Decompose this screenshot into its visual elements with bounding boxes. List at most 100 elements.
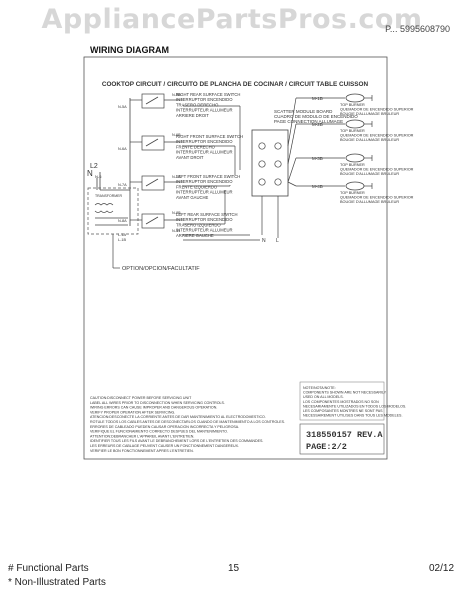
burner-label-line: QUEMADOR DE ENCENDIDO SUPERIOR: [340, 133, 414, 137]
switch-label-line: INTERRUPTEUR ALLUMEUR: [176, 108, 233, 113]
switch-label-line: RIGHT FRONT SURFACE SWITCH: [176, 134, 243, 139]
note-line: NOTE/NOTA/NOTE:: [303, 386, 336, 390]
wire-label: N-5B: [172, 93, 181, 97]
warning-line: ERRORES DE CABLEADO PUEDEN CAUSAR OPERAC…: [90, 425, 239, 429]
burner-igniter: [345, 93, 365, 103]
spark-module-board: [251, 129, 289, 197]
circuit-title: COOKTOP CIRCUIT / CIRCUITO DE PLANCHA DE…: [102, 81, 369, 88]
wire-label: N-14: [172, 229, 180, 233]
burner-terminal: M-3B: [312, 156, 323, 161]
switch-label-line: RIGHT REAR SURFACE SWITCH: [176, 92, 240, 97]
part-number: 318550157 REV.A: [306, 430, 383, 440]
warning-line: VERIFY PROPER OPERATION AFTER SERVICING.: [90, 410, 175, 414]
burner-label-line: BOUGIE D'ALLUMAGE BRULEUR: [340, 172, 399, 176]
warning-line: CAUTION:DISCONNECT POWER BEFORE SERVICIN…: [90, 396, 192, 400]
wire-label: N-5A: [118, 105, 127, 109]
burner-igniter: [345, 181, 365, 191]
burner-igniter: [345, 153, 365, 163]
non-illustrated-parts-legend: * Non-Illustrated Parts: [8, 577, 106, 588]
warning-line: LES ERREURS DE CABLAGE PEUVENT CAUSER UN…: [90, 444, 239, 448]
page-indicator: PAGE:2/2: [306, 442, 347, 452]
burner-label-line: BOUGIE D'ALLUMAGE BRULEUR: [340, 200, 399, 204]
part-number-box: [299, 423, 385, 455]
document-reference: P... 5995608790: [385, 24, 450, 34]
burner-label-line: BOUGIE D'ALLUMAGE BRULEUR: [340, 138, 399, 142]
l2-label: L2: [90, 163, 98, 170]
warning-line: WIRING ERRORS CAN CAUSE IMPROPER AND DAN…: [90, 406, 217, 410]
switch-label-line: INTERRUPTEUR ALLUMEUR: [176, 150, 233, 155]
burner-igniter: [345, 119, 365, 129]
wire-label: N-6B: [172, 133, 181, 137]
wire-label: N-6A: [118, 147, 127, 151]
board-connectors: [258, 142, 282, 186]
functional-parts-legend: # Functional Parts: [8, 563, 89, 574]
service-warning: CAUTION:DISCONNECT POWER BEFORE SERVICIN…: [90, 396, 285, 453]
spark-module-label-line: SCATTER MODULE BOARD: [274, 109, 333, 114]
switch-label-line: INTERRUPTEUR ALLUMEUR: [176, 190, 233, 195]
option-label: OPTION/OPCION/FACULTATIF: [122, 266, 200, 272]
switch-label-line: AVANT GAUCHE: [176, 195, 209, 200]
board-terminal-n: N: [262, 238, 266, 244]
footer-date: 02/12: [429, 563, 455, 574]
components-note: NOTE/NOTA/NOTE:COMPONENTS SHOWN ARE NOT …: [303, 386, 406, 418]
note-line: LOS COMPONENTES MOSTRADOS NO SON: [303, 400, 379, 404]
diagram-border: [83, 56, 388, 460]
wire-label: N-8B: [172, 211, 181, 215]
switch-label-line: ARRIERE DROIT: [176, 113, 209, 118]
wire-label: N-7A: [118, 183, 127, 187]
switch-label-line: INTERRUPTOR ENCENDIDO: [176, 217, 233, 222]
switch-label-line: INTERRUPTOR ENCENDIDO: [176, 179, 233, 184]
switch-label-line: INTERRUPTOR ENCENDIDO: [176, 97, 233, 102]
n-sub-label: N-6: [95, 174, 102, 179]
burner-label-line: QUEMADOR DE ENCENDIDO SUPERIOR: [340, 195, 414, 199]
warning-line: ATTENTION:DEBRANCHER L'APPAREIL AVANT L'…: [90, 434, 194, 438]
burner-label-line: QUEMADOR DE ENCENDIDO SUPERIOR: [340, 107, 414, 111]
warning-line: ATENCION:DESCONECTE LA CORRIENTE ANTES D…: [90, 415, 266, 419]
watermark-logo: AppliancePartsPros.com: [41, 4, 423, 35]
spark-module-label-line: PAGE CONNECTION ALLUMAGE: [274, 119, 343, 124]
switch-label-line: LEFT FRONT SURFACE SWITCH: [176, 174, 240, 179]
switch-label-line: INTERRUPTOR ENCENDIDO: [176, 139, 233, 144]
burner-label-line: TOP BURNER: [340, 191, 365, 195]
burner-label-line: QUEMADOR DE ENCENDIDO SUPERIOR: [340, 167, 414, 171]
switch-label-line: INTERRUPTEUR ALLUMEUR: [176, 228, 233, 233]
switch-symbol: [141, 93, 165, 109]
note-line: NECESARIAMENTE UTILIZADOS EN TODOS LOS M…: [303, 404, 406, 408]
switch-label-line: TRASERO IZQUIERDO: [176, 222, 221, 227]
n-label: N: [87, 169, 93, 178]
page-title: WIRING DIAGRAM: [90, 45, 169, 55]
warning-line: IDENTIFIER TOUS LES FILS AVANT LE DEBRAN…: [90, 439, 263, 443]
note-line: USED ON ALL MODELS.: [303, 395, 344, 399]
burner-label-line: TOP BURNER: [340, 103, 365, 107]
wire-label: N-7B: [172, 175, 181, 179]
burner-label-line: TOP BURNER: [340, 163, 365, 167]
burner-label-line: TOP BURNER: [340, 129, 365, 133]
transformer-coils: [94, 203, 128, 226]
switch-symbol: [141, 175, 165, 191]
warning-line: LABEL ALL WIRES PRIOR TO DISCONNECTION W…: [90, 401, 225, 405]
warning-line: VERIFIER LE BON FONCTIONNEMENT APRES L'E…: [90, 449, 194, 453]
wire-labels: N-5AN-5BN-6AN-6BN-7AN-7BN-8AN-8BN-14L-1A…: [118, 93, 181, 242]
transformer-label: TRANSFORMER: [95, 194, 123, 198]
switch-symbol: [141, 213, 165, 229]
burner-terminal: M-4B: [312, 184, 323, 189]
wire-label: L-1A: [118, 233, 126, 237]
switch-symbol: [141, 135, 165, 151]
burner-label-line: BOUGIE D'ALLUMAGE BRULEUR: [340, 112, 399, 116]
switch-label-line: LEFT REAR SURFACE SWITCH: [176, 212, 238, 217]
note-line: LES COMPOSANTES MONTRES NE SONT PAS: [303, 409, 383, 413]
warning-line: ROTULE TODOS LOS CABLES ANTES DE DESCONE…: [90, 420, 285, 424]
burner-terminal: M-2B: [312, 122, 323, 127]
page-number: 15: [228, 563, 240, 574]
note-box: [299, 381, 385, 421]
